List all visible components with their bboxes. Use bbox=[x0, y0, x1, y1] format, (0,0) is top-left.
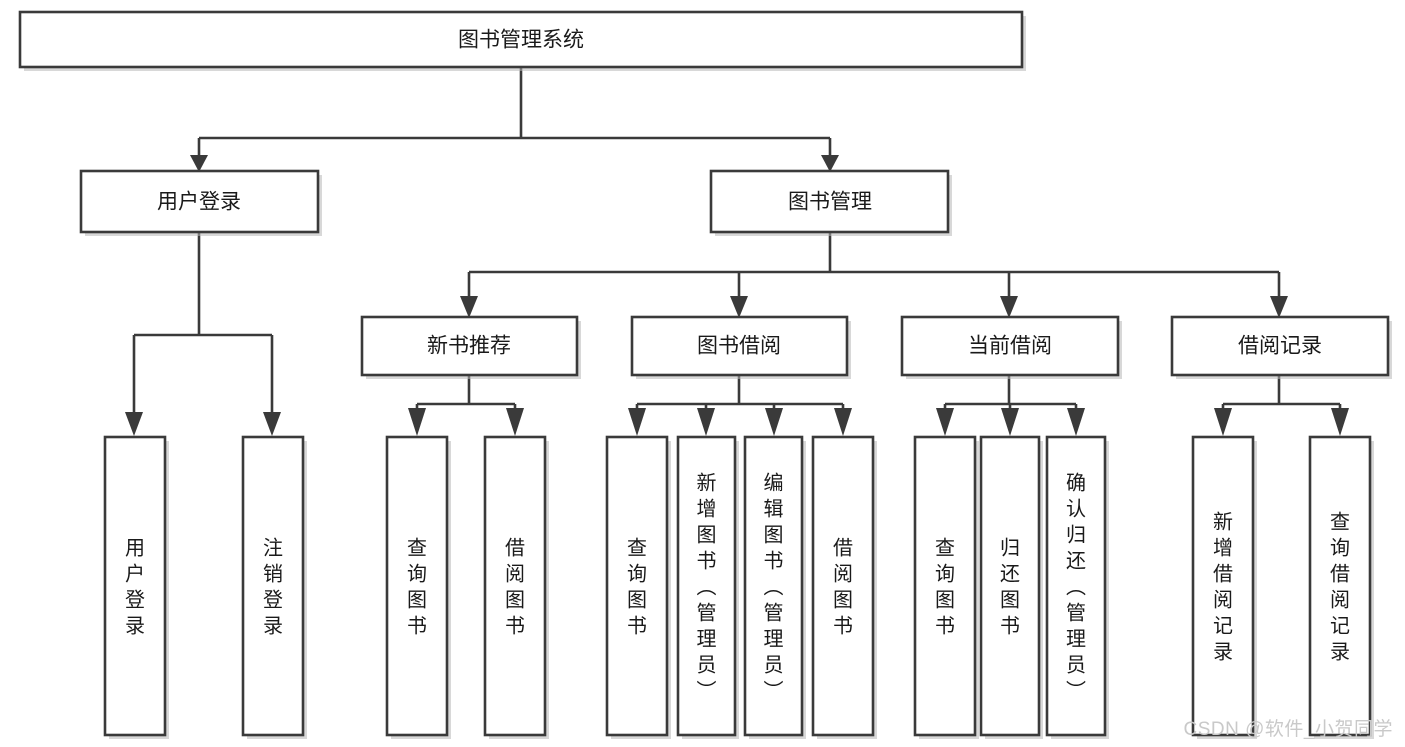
leaf-query-book-c-label: 查询图书 bbox=[935, 536, 955, 637]
leaf-logout-label: 注销登录 bbox=[263, 536, 283, 637]
node-root-label: 图书管理系统 bbox=[458, 29, 584, 52]
leaf-borrow-book-a-box bbox=[483, 435, 547, 737]
leaf-logout[interactable]: 注销登录 bbox=[241, 435, 307, 739]
leaf-user-login-label: 用户登录 bbox=[125, 537, 145, 637]
node-user-login[interactable]: 用户登录 bbox=[79, 169, 322, 236]
node-book-borrow[interactable]: 图书借阅 bbox=[630, 315, 851, 379]
arrow-head-leaf-add-book bbox=[697, 408, 715, 436]
node-user-login-box bbox=[79, 169, 320, 234]
leaf-query-book-b-label: 查询图书 bbox=[627, 536, 647, 637]
node-book-manage-label: 图书管理 bbox=[788, 191, 872, 214]
node-current-borrow-box bbox=[900, 315, 1120, 377]
arrow-head-leaf-query-record bbox=[1331, 408, 1349, 436]
leaf-add-book[interactable]: 新增图书︵管理员︶ bbox=[676, 435, 739, 739]
leaf-query-record-box bbox=[1308, 435, 1372, 737]
leaf-confirm-return-label: 确认归还︵管理员︶ bbox=[1066, 471, 1086, 702]
leaf-add-book-box bbox=[676, 435, 737, 737]
leaf-edit-book-label: 编辑图书︵管理员︶ bbox=[764, 471, 784, 702]
node-book-manage-box bbox=[709, 169, 950, 234]
node-current-borrow[interactable]: 当前借阅 bbox=[900, 315, 1122, 379]
node-book-borrow-box bbox=[630, 315, 849, 377]
leaf-query-book-a[interactable]: 查询图书 bbox=[385, 435, 451, 739]
node-new-book-recommend-label: 新书推荐 bbox=[427, 335, 511, 358]
arrow-head-leaf-borrow-book-b bbox=[834, 408, 852, 436]
leaf-borrow-book-b-box bbox=[811, 435, 875, 737]
leaf-add-book-label: 新增图书︵管理员︶ bbox=[697, 471, 717, 702]
arrow-head-leaf-logout bbox=[263, 412, 281, 436]
leaf-borrow-book-b[interactable]: 借阅图书 bbox=[811, 435, 877, 739]
leaf-return-book-box bbox=[979, 435, 1041, 737]
arrow-head-leaf-query-book-c bbox=[936, 408, 954, 436]
leaf-query-book-c-box bbox=[913, 435, 977, 737]
leaf-return-book[interactable]: 归还图书 bbox=[979, 435, 1043, 739]
leaf-edit-book-box bbox=[743, 435, 804, 737]
leaf-nodes-layer: 用户登录 注销登录 查询图书 借阅图书 查询图书 新增图书︵管理员︶ 编辑图书︵管理员︶ 借阅… bbox=[103, 435, 1374, 739]
leaf-query-book-b-box bbox=[605, 435, 669, 737]
node-new-book-recommend-box bbox=[360, 315, 579, 377]
node-new-book-recommend[interactable]: 新书推荐 bbox=[360, 315, 581, 379]
leaf-user-login-box bbox=[103, 435, 167, 737]
leaf-user-login[interactable]: 用户登录 bbox=[103, 435, 169, 739]
leaf-query-record[interactable]: 查询借阅记录 bbox=[1308, 435, 1374, 739]
node-book-borrow-label: 图书借阅 bbox=[697, 335, 781, 358]
arrow-head-book-manage bbox=[821, 155, 839, 172]
leaf-query-book-a-label: 查询图书 bbox=[407, 536, 427, 637]
node-current-borrow-label: 当前借阅 bbox=[968, 335, 1052, 358]
leaf-borrow-book-a-label: 借阅图书 bbox=[505, 536, 525, 637]
arrow-head-borrowrecord bbox=[1270, 296, 1288, 318]
arrow-head-leaf-user-login bbox=[125, 412, 143, 436]
leaf-query-book-b[interactable]: 查询图书 bbox=[605, 435, 671, 739]
arrow-head-leaf-confirm-return bbox=[1067, 408, 1085, 436]
arrow-head-leaf-borrow-book-a bbox=[506, 408, 524, 436]
leaf-borrow-book-a[interactable]: 借阅图书 bbox=[483, 435, 549, 739]
node-borrow-record-box bbox=[1170, 315, 1390, 377]
leaf-logout-box bbox=[241, 435, 305, 737]
leaf-return-book-label: 归还图书 bbox=[1000, 536, 1020, 637]
node-borrow-record[interactable]: 借阅记录 bbox=[1170, 315, 1392, 379]
arrow-head-leaf-add-record bbox=[1214, 408, 1232, 436]
arrow-head-currentborrow bbox=[1000, 296, 1018, 318]
node-user-login-label: 用户登录 bbox=[157, 191, 241, 214]
arrow-head-leaf-edit-book bbox=[765, 408, 783, 436]
leaf-confirm-return[interactable]: 确认归还︵管理员︶ bbox=[1045, 435, 1109, 739]
leaf-borrow-book-b-label: 借阅图书 bbox=[833, 536, 853, 637]
arrow-head-bookborrow bbox=[730, 296, 748, 318]
nodes-layer: 图书管理系统 用户登录 图书管理 新书推荐 bbox=[18, 10, 1392, 379]
leaf-confirm-return-box bbox=[1045, 435, 1107, 737]
leaf-add-record-label: 新增借阅记录 bbox=[1213, 510, 1233, 663]
leaf-query-record-label: 查询借阅记录 bbox=[1330, 510, 1350, 663]
arrow-head-leaf-return-book bbox=[1001, 408, 1019, 436]
leaf-query-book-c[interactable]: 查询图书 bbox=[913, 435, 979, 739]
arrow-head-leaf-query-book-b bbox=[628, 408, 646, 436]
node-borrow-record-label: 借阅记录 bbox=[1238, 335, 1322, 358]
leaf-add-record-box bbox=[1191, 435, 1255, 737]
arrow-head-newbook bbox=[460, 296, 478, 318]
arrow-head-leaf-query-book-a bbox=[408, 408, 426, 436]
leaf-query-book-a-box bbox=[385, 435, 449, 737]
node-root[interactable]: 图书管理系统 bbox=[18, 10, 1026, 71]
edges-layer bbox=[125, 67, 1349, 436]
arrow-head-user-login bbox=[190, 155, 208, 172]
leaf-edit-book[interactable]: 编辑图书︵管理员︶ bbox=[743, 435, 806, 739]
node-book-manage[interactable]: 图书管理 bbox=[709, 169, 952, 236]
node-root-box bbox=[18, 10, 1024, 69]
leaf-add-record[interactable]: 新增借阅记录 bbox=[1191, 435, 1257, 739]
watermark-label: CSDN @软件_小贺同学 bbox=[1183, 719, 1393, 740]
